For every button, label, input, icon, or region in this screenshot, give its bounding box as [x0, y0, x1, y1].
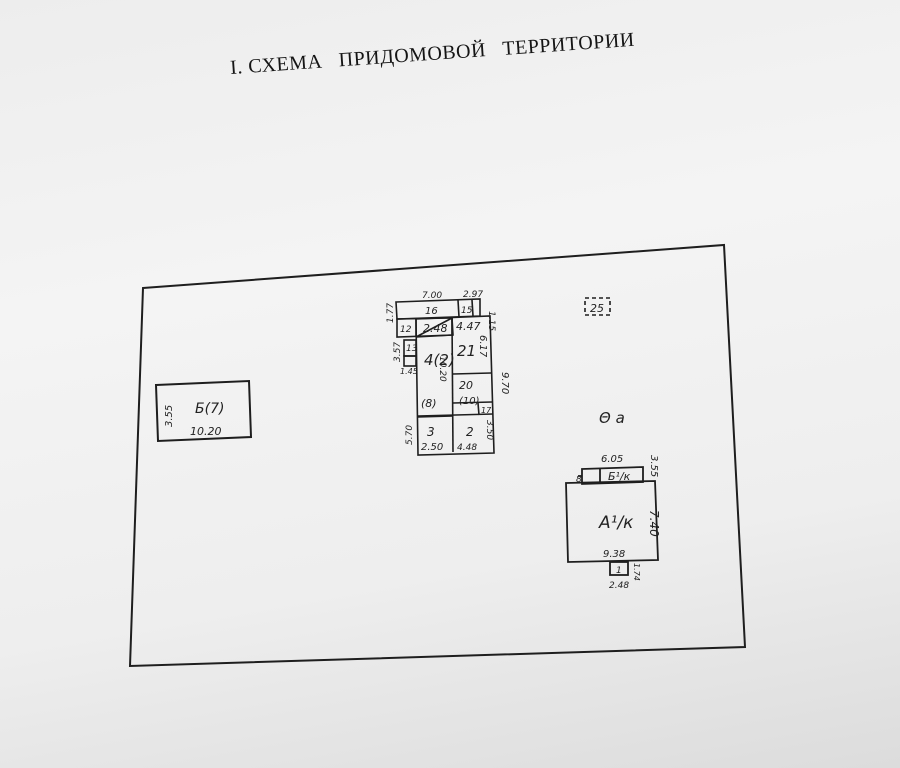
- room-2: 2: [466, 425, 474, 439]
- room-13: 13: [406, 344, 418, 354]
- room-4: 4(2): [424, 351, 455, 369]
- dim-4-48: 4.48: [457, 443, 477, 453]
- outbuilding-left-height: 3.55: [164, 405, 175, 427]
- step-label: 1: [616, 566, 622, 576]
- building-right-label: А¹/к: [598, 513, 634, 533]
- building-right-width: 9.38: [603, 549, 625, 560]
- outbuilding-left: Б(7) 10.20 3.55: [154, 379, 253, 443]
- marker-25-label: 25: [590, 302, 604, 315]
- marker-25: 25: [584, 297, 611, 316]
- site-boundary: [128, 243, 747, 668]
- ext-height: 3.55: [648, 455, 659, 477]
- ext-label: Б¹/к: [608, 470, 631, 483]
- room-10: (10): [459, 396, 480, 407]
- building-right: [565, 466, 659, 576]
- step-height: 1.74: [632, 563, 641, 581]
- ext-width: 6.05: [601, 454, 623, 465]
- room-15: 15: [461, 306, 473, 316]
- step-width: 2.48: [609, 581, 629, 591]
- dim-3-57: 3.57: [393, 342, 403, 362]
- room-8: (8): [421, 397, 437, 410]
- room-3: 3: [427, 425, 435, 439]
- dim-6-17: 6.17: [477, 335, 488, 358]
- building-right-labels: 6.05 3.55 8 Б¹/к А¹/к 7.40 9.38 1 2.48 1…: [576, 454, 661, 591]
- dim-2-50: 2.50: [421, 442, 443, 453]
- ext-small-left: 8: [576, 475, 582, 485]
- dim-1-45: 1.45: [400, 367, 418, 376]
- dim-9-70: 9.70: [499, 372, 510, 394]
- dim-10-20: 10.20: [437, 356, 447, 382]
- dim-5-70: 5.70: [405, 425, 415, 445]
- main-building: [395, 298, 495, 456]
- main-building-labels: 7.00 2.97 1.15 16 15 12 13 2.48 4.47 4(2…: [386, 290, 510, 453]
- dim-2-97: 2.97: [463, 290, 483, 300]
- room-21: 21: [457, 342, 476, 360]
- outbuilding-left-width: 10.20: [190, 425, 222, 438]
- room-16: 16: [425, 306, 438, 317]
- dim-7-00: 7.00: [422, 291, 442, 301]
- dim-1-15: 1.15: [486, 311, 496, 331]
- dim-2-48: 2.48: [423, 322, 448, 335]
- room-17: 17: [481, 406, 492, 415]
- point-a: Θ a: [599, 409, 625, 427]
- building-right-height: 7.40: [647, 510, 661, 537]
- outbuilding-left-label: Б(7): [195, 401, 224, 417]
- dim-4-47: 4.47: [456, 320, 481, 333]
- dim-3-50: 3.50: [484, 420, 494, 440]
- room-20: 20: [459, 379, 473, 392]
- dim-1-77: 1.77: [386, 303, 396, 323]
- room-12: 12: [400, 325, 412, 335]
